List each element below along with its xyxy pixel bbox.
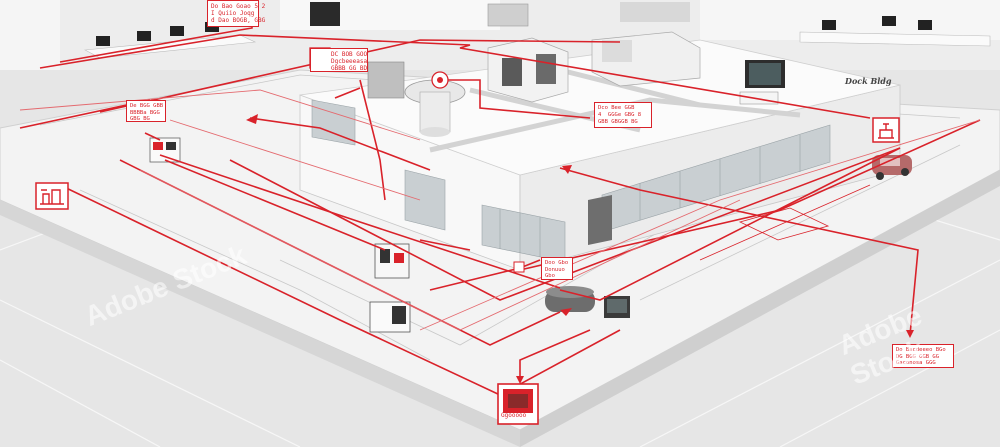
callout-center-right: Dco Bee GGB 4 GGGe GBG 8 GBB GBGGB BG (594, 102, 652, 128)
callout-upper-left: DC BOB GOO Dgcbeeeasa GBBB GG BD (310, 48, 368, 72)
camera-icon (431, 71, 449, 89)
windows (311, 99, 831, 263)
slab-edge-front (0, 200, 520, 447)
callout-bottom-center: Ggooooo (501, 412, 527, 419)
utility-cabinet (367, 61, 405, 99)
fire-panel-icon (497, 383, 539, 425)
doorway (588, 195, 612, 245)
floor-outline-red (699, 184, 871, 261)
callout-center-small: Doo Gbo Donuuo Gbo (541, 257, 573, 280)
stock-id-label: 963318015 (0, 310, 2, 360)
plc-icon (513, 261, 525, 273)
callout-left-mid: De BGG GBB BBBBa BGG GBG BG (126, 100, 166, 122)
callout-top-center: Do Bao Goao 5 2 I Quiio Joqg d Dao BOGB,… (207, 0, 265, 27)
secondary-cabling (19, 89, 981, 331)
hvac-unit-icon (35, 182, 69, 210)
server-rack-bg (310, 2, 340, 26)
window-mullions (499, 135, 801, 257)
delivery-vehicle (872, 155, 912, 180)
monitoring-station (604, 296, 630, 318)
desk-monitors (96, 16, 932, 46)
rooftop-hvac-unit (487, 37, 569, 103)
server-cabinet (374, 243, 410, 279)
access-control-icon (872, 117, 900, 143)
power-unit (369, 301, 411, 333)
chiller-unit (545, 286, 595, 312)
rooftop-fan (404, 79, 466, 137)
slab-edge-side (520, 170, 1000, 447)
building-sign: Dock Bldg (845, 76, 892, 86)
rooftop-cooling-unit (591, 31, 701, 87)
back-wall-left (0, 0, 60, 70)
agv-robot (149, 137, 181, 163)
callout-bottom-right: Do Bacdeeeo BGo DG BGG GGB GG Gaconosa G… (892, 344, 954, 368)
